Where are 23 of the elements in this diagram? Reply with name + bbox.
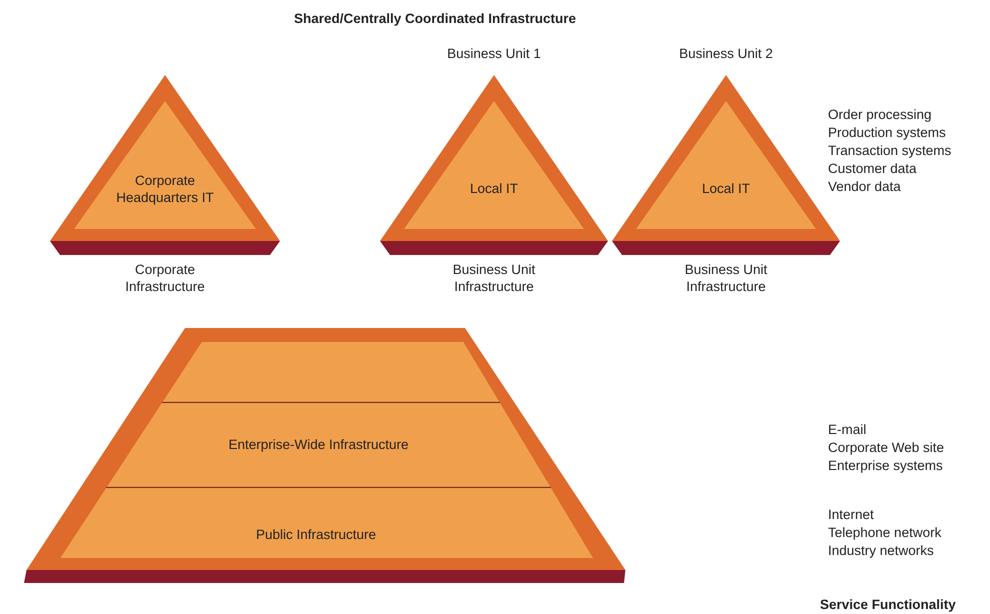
node-label: Local IT (468, 180, 520, 197)
list-item: Production systems (828, 124, 946, 141)
list-item: Order processing (828, 106, 932, 123)
node-label: Corporate Infrastructure (124, 261, 206, 295)
axis-label: Service Functionality (820, 596, 956, 613)
node-label: Enterprise-Wide Infrastructure (227, 436, 410, 452)
node-label: Business Unit Infrastructure (452, 261, 536, 295)
list-item: Internet (828, 506, 874, 523)
list-item: Corporate Web site (828, 439, 944, 456)
list-item: Telephone network (828, 524, 942, 541)
node-label: Local IT (700, 180, 752, 197)
node-label: Public Infrastructure (254, 526, 378, 542)
heading: Business Unit 1 (446, 45, 542, 62)
title: Shared/Centrally Coordinated Infrastructure (292, 10, 578, 27)
list-item: E-mail (828, 421, 866, 438)
list-item: Vendor data (828, 178, 901, 195)
list-item: Enterprise systems (828, 457, 943, 474)
list-item: Transaction systems (828, 142, 952, 159)
list-item: Industry networks (828, 542, 934, 559)
node-label: Business Unit Infrastructure (684, 261, 768, 295)
heading: Business Unit 2 (678, 45, 774, 62)
list-item: Customer data (828, 160, 917, 177)
node-label: Corporate Headquarters IT (115, 172, 215, 206)
